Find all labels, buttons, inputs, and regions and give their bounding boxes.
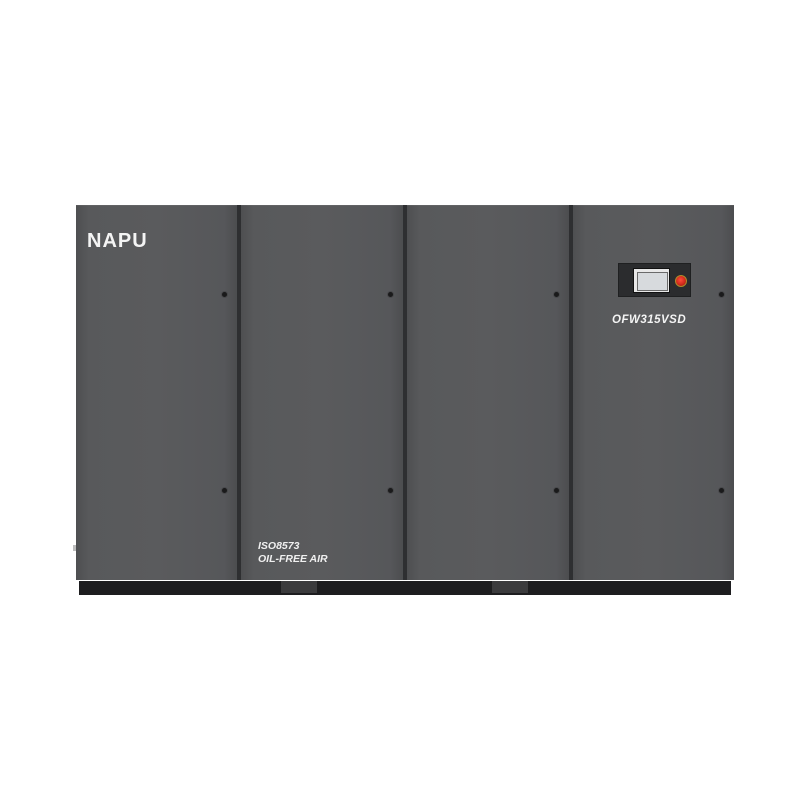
panel-bolt [554,488,559,493]
side-marker [73,545,76,551]
panel-1: NAPU [73,205,237,580]
certification-type: OIL-FREE AIR [258,553,328,565]
panel-bolt [222,488,227,493]
panel-4: OFW315VSD [573,205,734,580]
panel-seam [569,205,573,580]
panel-3 [407,205,569,580]
panel-bolt [222,292,227,297]
control-panel-icon [618,263,691,297]
compressor-base [79,581,731,595]
panel-bolt [388,488,393,493]
panel-bolt [388,292,393,297]
display-screen [633,268,670,293]
display-area [637,272,668,291]
certification-label: ISO8573 OIL-FREE AIR [258,540,328,566]
panel-bolt [554,292,559,297]
panel-seam [237,205,241,580]
panel-bolt [719,488,724,493]
panel-2: ISO8573 OIL-FREE AIR [241,205,403,580]
air-compressor: NAPU ISO8573 OIL-FREE AIR OFW315VSD [73,205,734,595]
forklift-slot-left [281,581,317,593]
emergency-stop-icon [675,275,687,287]
panel-bolt [719,292,724,297]
certification-standard: ISO8573 [258,540,300,552]
model-label: OFW315VSD [612,314,687,326]
brand-logo: NAPU [87,230,148,252]
forklift-slot-right [492,581,528,593]
panel-seam [403,205,407,580]
